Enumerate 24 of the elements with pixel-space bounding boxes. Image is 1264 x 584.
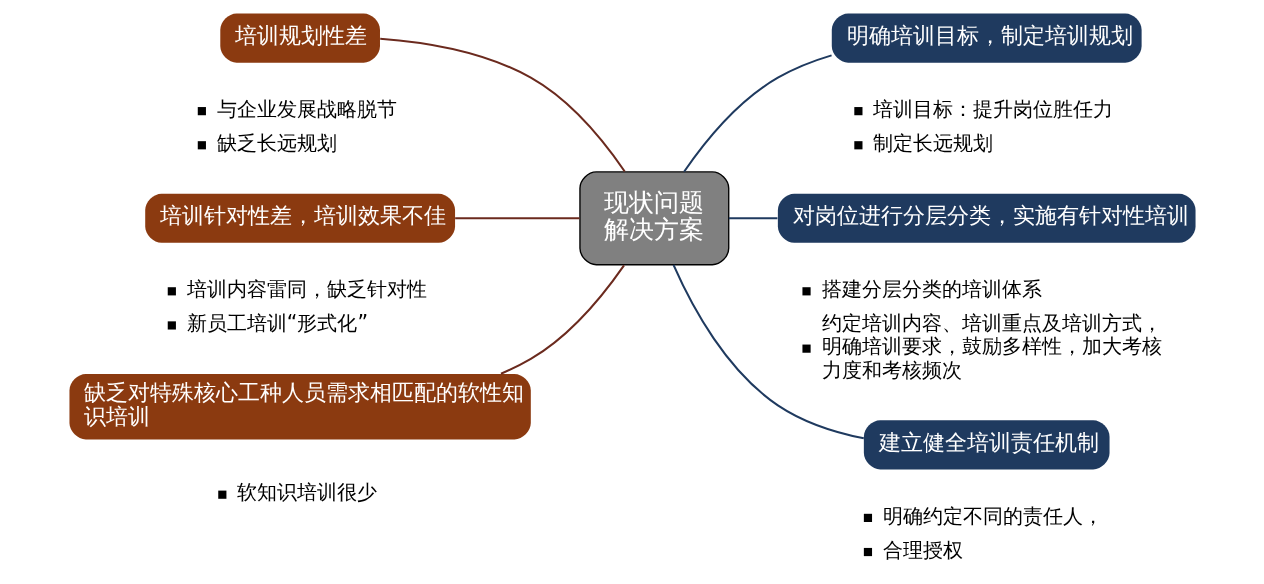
connector [682, 54, 832, 173]
connector [728, 217, 777, 220]
node-label: 搭建分层分类的培训体系 [821, 277, 1042, 302]
connector [379, 37, 626, 173]
connector [672, 264, 864, 440]
node-box: 现状问题 解决方案 [578, 171, 729, 266]
node-box: 对岗位进行分层分类，实施有针对性培训 [777, 193, 1196, 243]
connector [500, 264, 625, 375]
node-box: 明确培训目标，制定培训规划 [831, 13, 1142, 63]
node-label: 新员工培训“形式化” [186, 311, 368, 336]
node-label: 合理授权 [882, 537, 963, 562]
node-box: 培训针对性差，培训效果不佳 [144, 193, 455, 243]
node-box: 培训规划性差 [219, 13, 380, 63]
node-label: 培训目标：提升岗位胜任力 [872, 96, 1113, 121]
connector [454, 217, 580, 220]
node-label: 明确约定不同的责任人， [882, 503, 1103, 528]
node-box: 缺乏对特殊核心工种人员需求相匹配的软性知识培训 [68, 373, 531, 440]
node-label: 约定培训内容、培训重点及培训方式，明确培训要求，鼓励多样性，加大考核力度和考核频次 [821, 311, 1162, 382]
node-label: 软知识培训很少 [236, 480, 377, 505]
node-label: 与企业发展战略脱节 [216, 96, 397, 121]
node-label: 培训内容雷同，缺乏针对性 [186, 277, 427, 302]
node-label: 制定长远规划 [872, 131, 993, 156]
node-box: 建立健全培训责任机制 [863, 420, 1110, 470]
node-label: 缺乏长远规划 [216, 131, 337, 156]
